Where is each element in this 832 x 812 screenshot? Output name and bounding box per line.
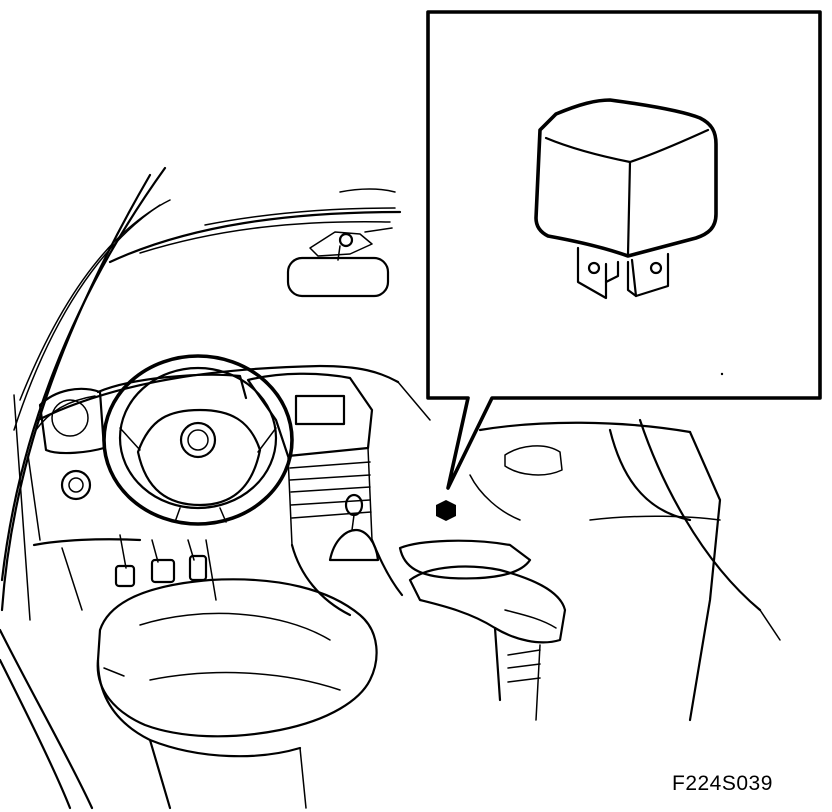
- passenger-side: [469, 418, 781, 722]
- pedals: [61, 534, 217, 611]
- steering-wheel: [102, 354, 294, 526]
- figure-code: F224S039: [672, 772, 773, 795]
- door-frame: [0, 166, 171, 810]
- marker-dot: [720, 372, 724, 376]
- rear-view-mirror: [286, 245, 390, 298]
- center-console: [246, 372, 404, 617]
- relay-callout: [426, 10, 822, 490]
- armrest: [398, 539, 567, 721]
- sun-visor-clip: [309, 227, 393, 257]
- windshield: [108, 188, 402, 264]
- front-seat: [96, 578, 378, 810]
- relay-location-marker: [436, 500, 456, 521]
- gear-lever: [328, 493, 380, 562]
- relay-icon: [534, 98, 718, 300]
- instrument-cluster: [38, 373, 248, 501]
